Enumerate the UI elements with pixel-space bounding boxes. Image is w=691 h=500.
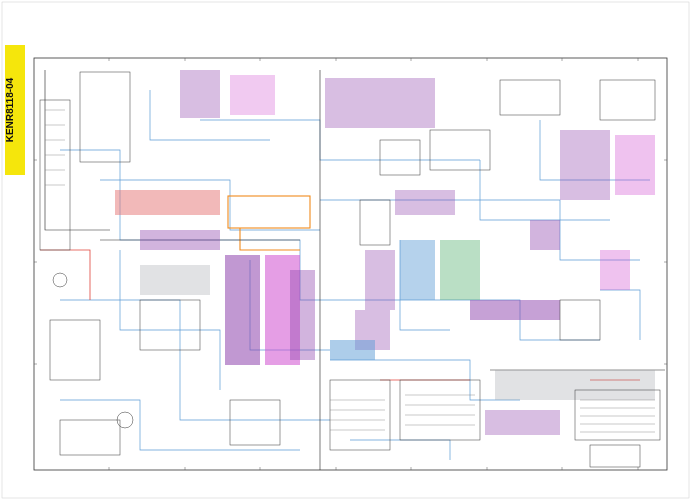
wire-harness-black [44, 70, 665, 470]
document-title-strip: KENR8118-04 [5, 45, 25, 175]
wire-harness-orange [227, 195, 311, 251]
border-ticks [34, 58, 667, 470]
schematic-text-lines [45, 109, 655, 433]
sheet-border [33, 57, 668, 471]
component-outlines [39, 71, 661, 468]
